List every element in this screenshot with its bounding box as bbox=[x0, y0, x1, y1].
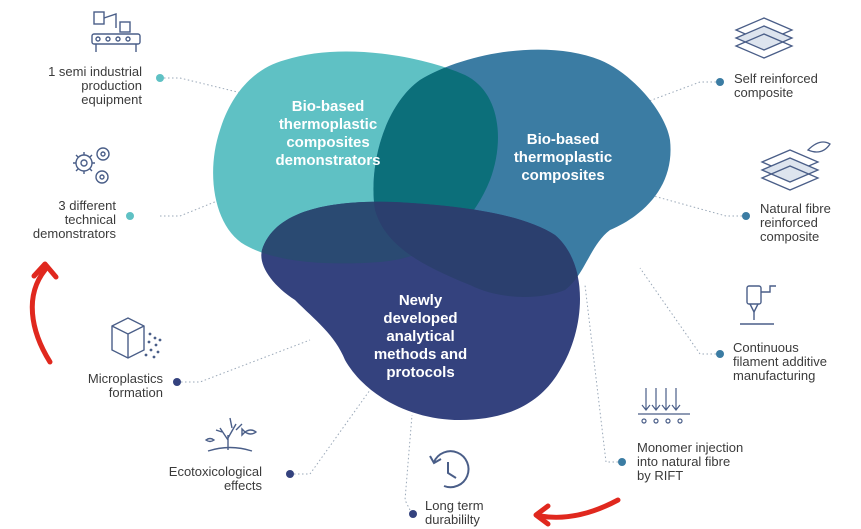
label-ecotox: Ecotoxicological effects bbox=[168, 464, 262, 493]
label-monomer-injection: Monomer injection into natural fibre by … bbox=[637, 440, 744, 483]
label-durability: Long term durabililty bbox=[425, 498, 484, 527]
connector-lines bbox=[160, 77, 746, 511]
conveyor-machine-icon bbox=[91, 11, 141, 52]
clock-icon bbox=[429, 450, 470, 489]
blob-title-methods: Newly developed analytical methods and p… bbox=[373, 292, 468, 381]
label-microplastics: Microplastics formation bbox=[87, 371, 163, 400]
fibre-leaf-layers-icon bbox=[760, 141, 831, 191]
blob-title-demonstrators: Bio-based thermoplastic composites demon… bbox=[275, 98, 381, 169]
label-self-reinforced: Self reinforced composite bbox=[734, 71, 818, 100]
label-natural-fibre: Natural fibre reinforced composite bbox=[760, 201, 831, 244]
coral-fish-icon bbox=[204, 417, 258, 452]
gears-icon bbox=[73, 147, 110, 184]
label-semi-industrial: 1 semi industrial production equipment bbox=[48, 64, 142, 107]
3d-printer-icon bbox=[740, 285, 776, 325]
label-additive-manufacturing: Continuous filament additive manufacturi… bbox=[733, 340, 827, 383]
layered-sheets-icon bbox=[734, 17, 794, 59]
curved-arrow-icon bbox=[29, 261, 59, 365]
blob-title-composites: Bio-based thermoplastic composites bbox=[513, 131, 613, 184]
connector-dots bbox=[126, 74, 750, 518]
cube-particles-icon bbox=[111, 317, 162, 359]
curved-arrow-icon bbox=[533, 497, 621, 527]
injection-arrows-icon bbox=[638, 388, 690, 424]
label-technical-demonstrators: 3 different technical demonstrators bbox=[32, 198, 116, 241]
